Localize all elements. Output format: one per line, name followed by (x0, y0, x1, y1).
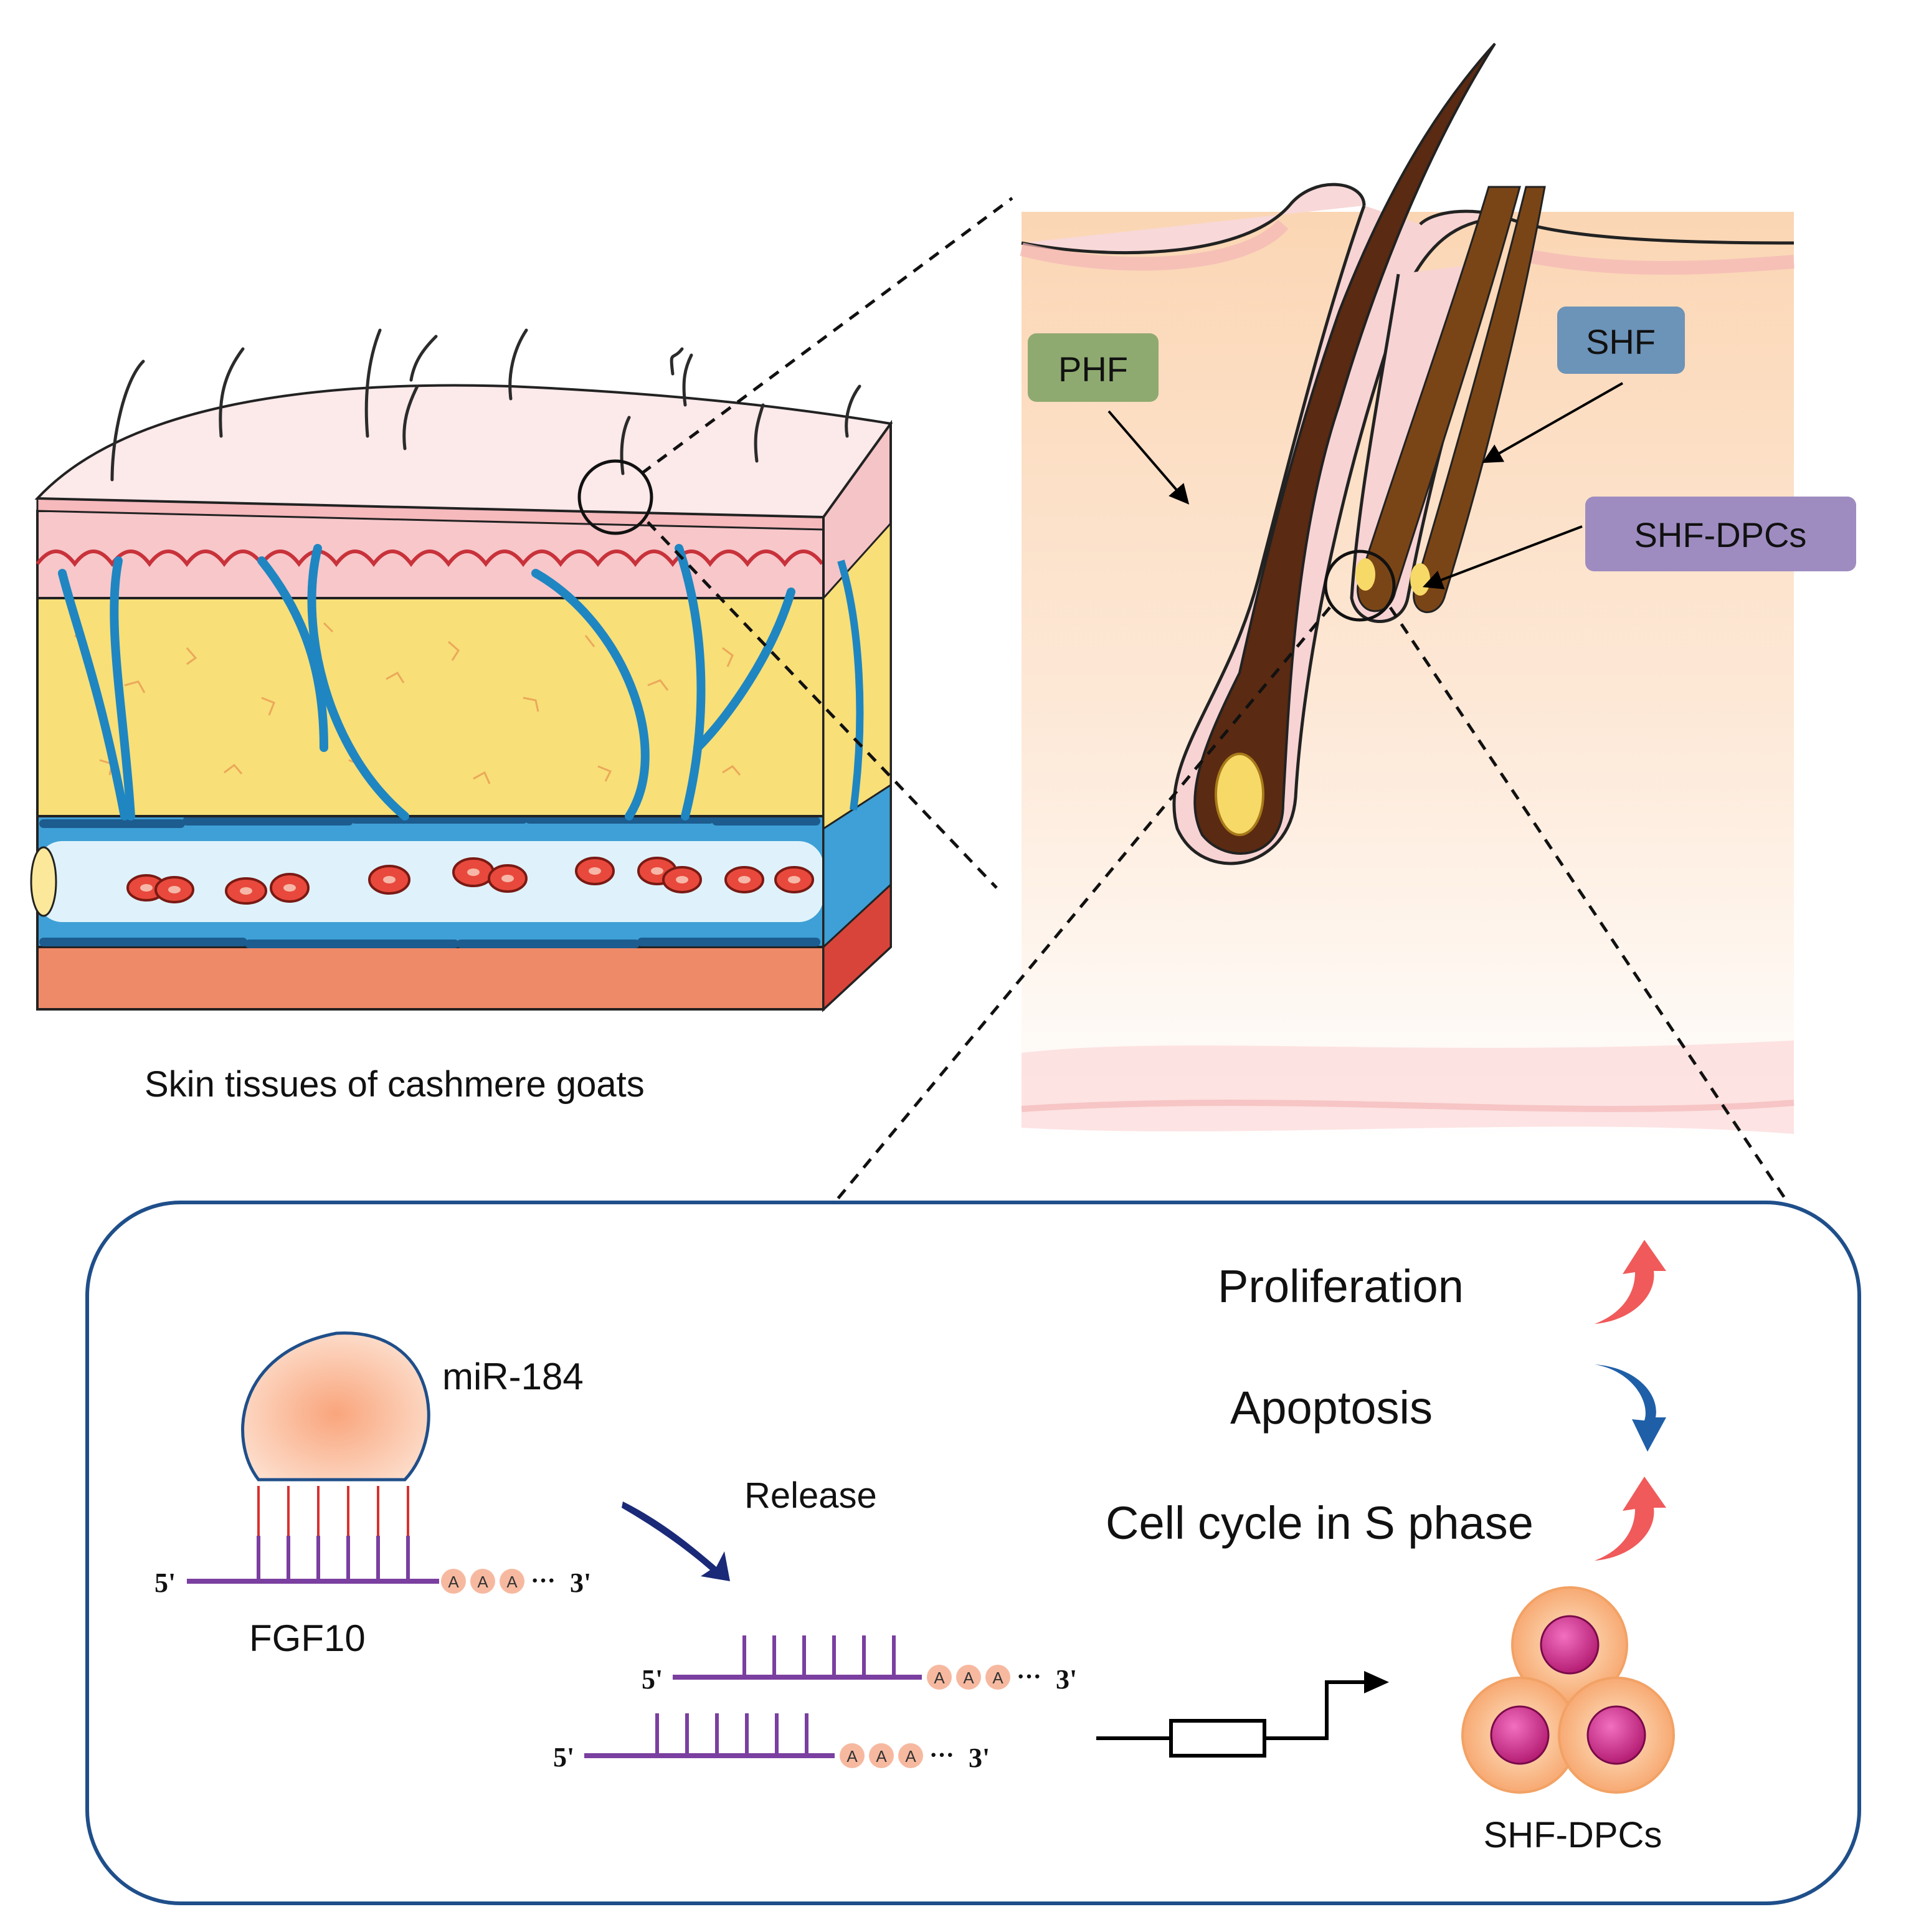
poly-a-base: A (963, 1668, 974, 1687)
label-phf-text: PHF (1058, 350, 1128, 389)
up-arrow-icon (1595, 1240, 1666, 1324)
three-prime-label: 3' (570, 1568, 591, 1598)
skin-caption: Skin tissues of cashmere goats (145, 1064, 645, 1105)
mechanism-panel (85, 1201, 1861, 1905)
fgf10-mrna-bound: 5' A A A ··· 3' (154, 1566, 591, 1598)
mirna-pairing (257, 1486, 410, 1579)
release-label: Release (744, 1475, 877, 1516)
poly-a-base: A (876, 1747, 887, 1766)
ellipsis: ··· (531, 1566, 556, 1594)
poly-a-base: A (477, 1573, 488, 1591)
poly-a-base: A (846, 1747, 858, 1766)
poly-a-base: A (448, 1573, 459, 1591)
arrow-phf (1107, 410, 1190, 505)
zoom-lines-follicle (833, 606, 1790, 1204)
effect-apoptosis: Apoptosis (1230, 1382, 1433, 1434)
effect-proliferation: Proliferation (1218, 1260, 1464, 1312)
arrow-shf-dpcs (1423, 525, 1583, 589)
zoom-circle-follicle (1324, 550, 1396, 622)
fgf10-mrna-released-1: 5' A A A ··· 3' (642, 1635, 1077, 1695)
label-shf-dpcs-text: SHF-DPCs (1634, 515, 1807, 554)
five-prime-label: 5' (154, 1568, 176, 1598)
up-arrow-icon (1595, 1477, 1666, 1561)
zoom-circle-skin (577, 459, 653, 535)
fgf10-mrna-released-2: 5' A A A ··· 3' (553, 1713, 990, 1773)
mirna-bubble (241, 1331, 430, 1482)
arrow-shf (1482, 382, 1623, 464)
five-prime-label: 5' (642, 1664, 663, 1695)
gene-label: FGF10 (249, 1617, 366, 1659)
zoom-lines-skin (640, 196, 1013, 889)
poly-a-base: A (905, 1747, 916, 1766)
three-prime-label: 3' (1056, 1664, 1077, 1695)
label-phf: PHF (1028, 333, 1159, 402)
skin-block-illustration (30, 328, 893, 1012)
three-prime-label: 3' (969, 1743, 990, 1773)
mirna-label: miR-184 (442, 1356, 584, 1397)
poly-a-base: A (506, 1573, 518, 1591)
label-shf: SHF (1557, 307, 1685, 374)
release-arrow (622, 1501, 730, 1581)
effect-cell-cycle: Cell cycle in S phase (1106, 1497, 1534, 1549)
five-prime-label: 5' (553, 1742, 574, 1773)
ellipsis: ··· (929, 1741, 954, 1769)
down-arrow-icon (1595, 1364, 1666, 1452)
poly-a-base: A (934, 1668, 945, 1687)
poly-a-base: A (992, 1668, 1003, 1687)
follicle-illustration (1020, 42, 1795, 1140)
gene-expression-symbol (1096, 1671, 1389, 1758)
label-shf-text: SHF (1586, 322, 1656, 361)
shf-dpc-cells-icon (1461, 1586, 1675, 1794)
label-shf-dpcs: SHF-DPCs (1585, 497, 1856, 571)
cell-label: SHF-DPCs (1484, 1815, 1662, 1855)
ellipsis: ··· (1017, 1662, 1041, 1690)
